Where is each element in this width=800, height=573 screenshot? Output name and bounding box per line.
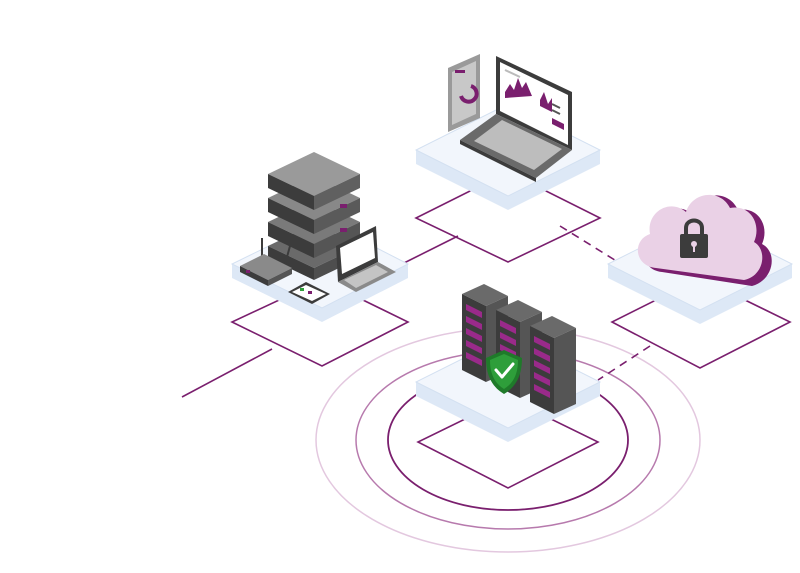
small-laptop-icon	[336, 226, 396, 292]
platform-datacenter-side	[416, 382, 600, 442]
connection-offscreen-left	[181, 348, 273, 398]
server-rack-3	[530, 316, 576, 414]
cloud-lock-icon	[637, 194, 772, 286]
platform-devices-outline	[230, 279, 410, 367]
connection-devices-laptop	[401, 235, 459, 265]
router-icon	[240, 238, 292, 286]
connection-cloud-datacenter	[597, 345, 651, 381]
platform-laptop-outline	[414, 171, 602, 263]
shield-check-icon	[486, 350, 522, 394]
connection-laptop-cloud	[559, 225, 619, 263]
connections	[181, 225, 651, 398]
platform-datacenter-outline	[416, 397, 600, 489]
platform-cloud-side	[608, 264, 792, 324]
server-rack-shield-icon	[462, 284, 576, 414]
laptop-chart-icon	[448, 54, 572, 182]
platform-cloud-outline	[610, 277, 792, 369]
server-stack-icon	[268, 152, 360, 280]
lock-shackle	[684, 218, 704, 236]
platform-devices-side	[232, 264, 408, 322]
tablet-icon	[288, 282, 330, 304]
platform-laptop-side	[416, 150, 600, 210]
